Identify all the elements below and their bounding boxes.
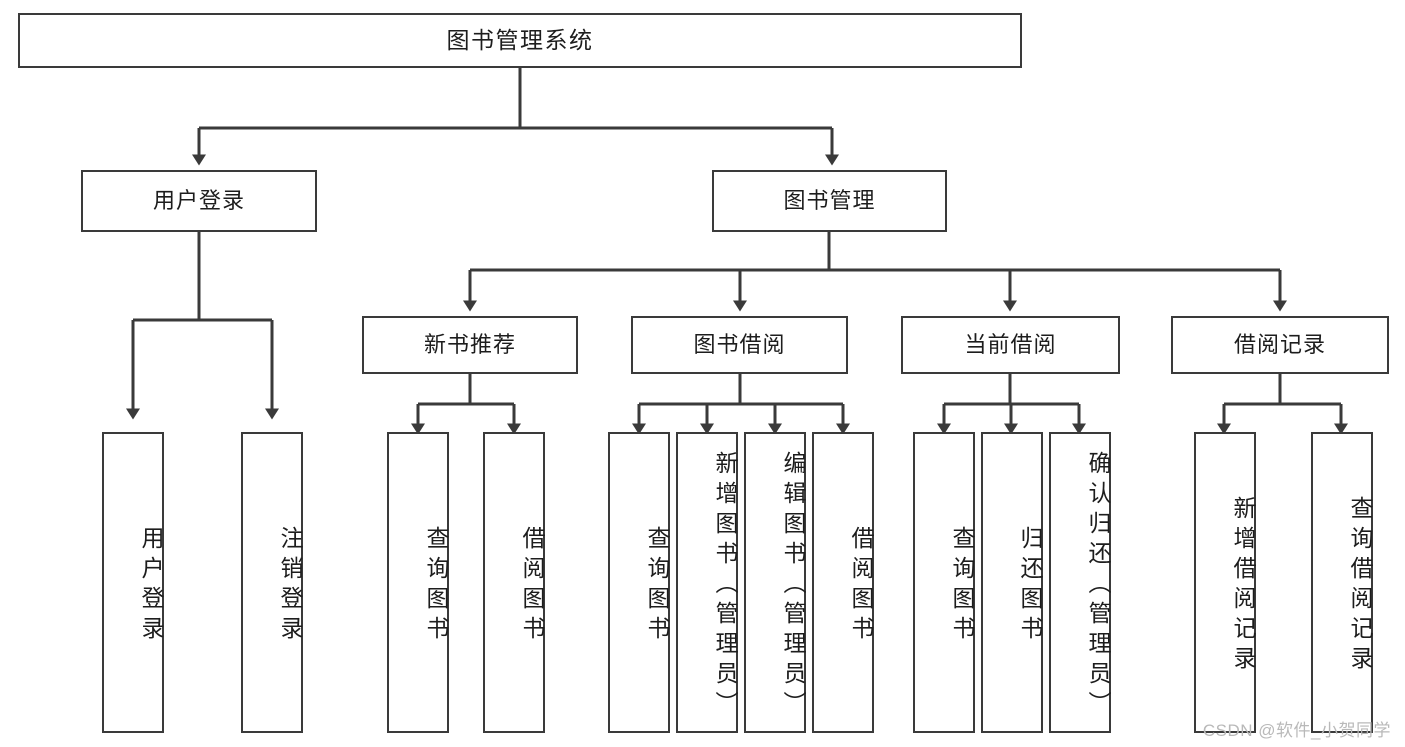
node-label: 查询图书 <box>949 525 975 646</box>
node-label: 查询借阅记录 <box>1347 495 1373 676</box>
leaf-new-book-query[interactable]: 查询图书 <box>387 432 449 733</box>
leaf-user-login-signout[interactable]: 注销登录 <box>241 432 303 733</box>
node-user-login[interactable]: 用户登录 <box>81 170 317 232</box>
watermark-text: CSDN @软件_小贺同学 <box>1202 721 1391 740</box>
node-label: 新增借阅记录 <box>1230 495 1256 676</box>
leaf-user-login-signin[interactable]: 用户登录 <box>102 432 164 733</box>
node-root-book-management-system[interactable]: 图书管理系统 <box>18 13 1022 68</box>
leaf-borrow-record-query[interactable]: 查询借阅记录 <box>1311 432 1373 733</box>
leaf-current-borrow-query[interactable]: 查询图书 <box>913 432 975 733</box>
node-label: 查询图书 <box>644 525 670 646</box>
node-label: 图书借阅 <box>693 331 786 357</box>
leaf-book-borrow-add-admin[interactable]: 新增图书（管理员） <box>676 432 738 733</box>
leaf-current-borrow-confirm-return-admin[interactable]: 确认归还（管理员） <box>1049 432 1111 733</box>
leaf-book-borrow-edit-admin[interactable]: 编辑图书（管理员） <box>744 432 806 733</box>
leaf-current-borrow-return[interactable]: 归还图书 <box>981 432 1043 733</box>
node-book-borrow[interactable]: 图书借阅 <box>631 316 848 374</box>
node-label: 图书管理系统 <box>446 26 594 53</box>
node-label: 注销登录 <box>277 525 303 646</box>
node-label: 确认归还（管理员） <box>1085 450 1111 721</box>
node-label: 图书管理 <box>783 187 876 213</box>
node-label: 归还图书 <box>1017 525 1043 646</box>
node-label: 当前借阅 <box>964 331 1057 357</box>
node-label: 查询图书 <box>423 525 449 646</box>
leaf-new-book-borrow[interactable]: 借阅图书 <box>483 432 545 733</box>
node-label: 借阅图书 <box>519 525 545 646</box>
node-label: 用户登录 <box>152 187 245 213</box>
node-borrow-record[interactable]: 借阅记录 <box>1171 316 1389 374</box>
leaf-book-borrow-borrow[interactable]: 借阅图书 <box>812 432 874 733</box>
node-new-book-recommend[interactable]: 新书推荐 <box>362 316 578 374</box>
node-label: 编辑图书（管理员） <box>780 450 806 721</box>
node-label: 新增图书（管理员） <box>712 450 738 721</box>
node-label: 借阅图书 <box>848 525 874 646</box>
node-label: 新书推荐 <box>423 331 516 357</box>
node-book-management[interactable]: 图书管理 <box>712 170 947 232</box>
leaf-borrow-record-add[interactable]: 新增借阅记录 <box>1194 432 1256 733</box>
leaf-book-borrow-query[interactable]: 查询图书 <box>608 432 670 733</box>
node-label: 用户登录 <box>138 525 164 646</box>
node-current-borrow[interactable]: 当前借阅 <box>901 316 1120 374</box>
node-label: 借阅记录 <box>1233 331 1326 357</box>
